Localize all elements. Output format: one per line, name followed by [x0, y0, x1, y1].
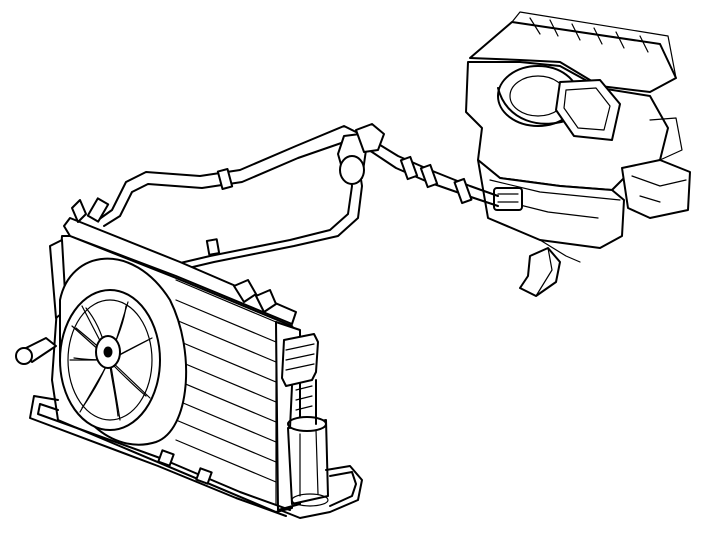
- accumulator: [279, 333, 363, 519]
- suction-line: [86, 125, 499, 227]
- condenser-pipe-loop: [29, 395, 291, 517]
- hvac-module: [465, 11, 691, 297]
- cooling-fan: [15, 257, 188, 446]
- liquid-line: [175, 123, 385, 271]
